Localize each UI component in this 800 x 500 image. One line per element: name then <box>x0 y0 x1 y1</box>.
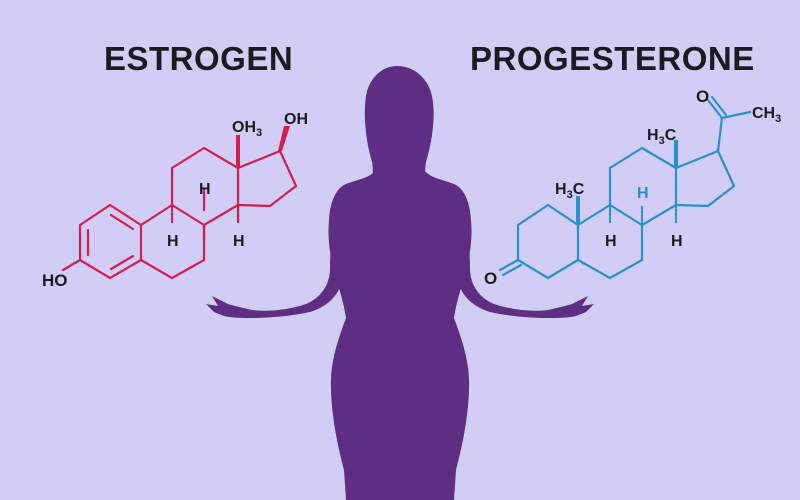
progesterone-h-label-1: H <box>605 233 617 250</box>
estrogen-title: ESTROGEN <box>104 40 294 77</box>
progesterone-title: PROGESTERONE <box>470 40 755 77</box>
estrogen-structure <box>61 126 298 280</box>
progesterone-h3c-left-label: H3C <box>555 181 585 201</box>
estrogen-h-label-3: H <box>233 233 245 250</box>
estrogen-ho-label: HO <box>42 271 68 290</box>
estrogen-oh3-label: OH3 <box>232 119 262 139</box>
progesterone-h-blue-label: H <box>637 185 649 202</box>
estrogen-oh-label: OH <box>284 111 308 128</box>
progesterone-structure <box>498 95 752 280</box>
progesterone-o-acetyl-label: O <box>696 87 709 106</box>
estrogen-h-label-1: H <box>199 181 211 198</box>
progesterone-o-ketone-label: O <box>484 269 497 288</box>
estrogen-h-label-2: H <box>167 233 179 250</box>
progesterone-h-label-2: H <box>671 233 683 250</box>
progesterone-ch3-label: CH3 <box>752 105 781 125</box>
woman-silhouette <box>206 66 594 500</box>
progesterone-h3c-top-label: H3C <box>647 127 677 147</box>
